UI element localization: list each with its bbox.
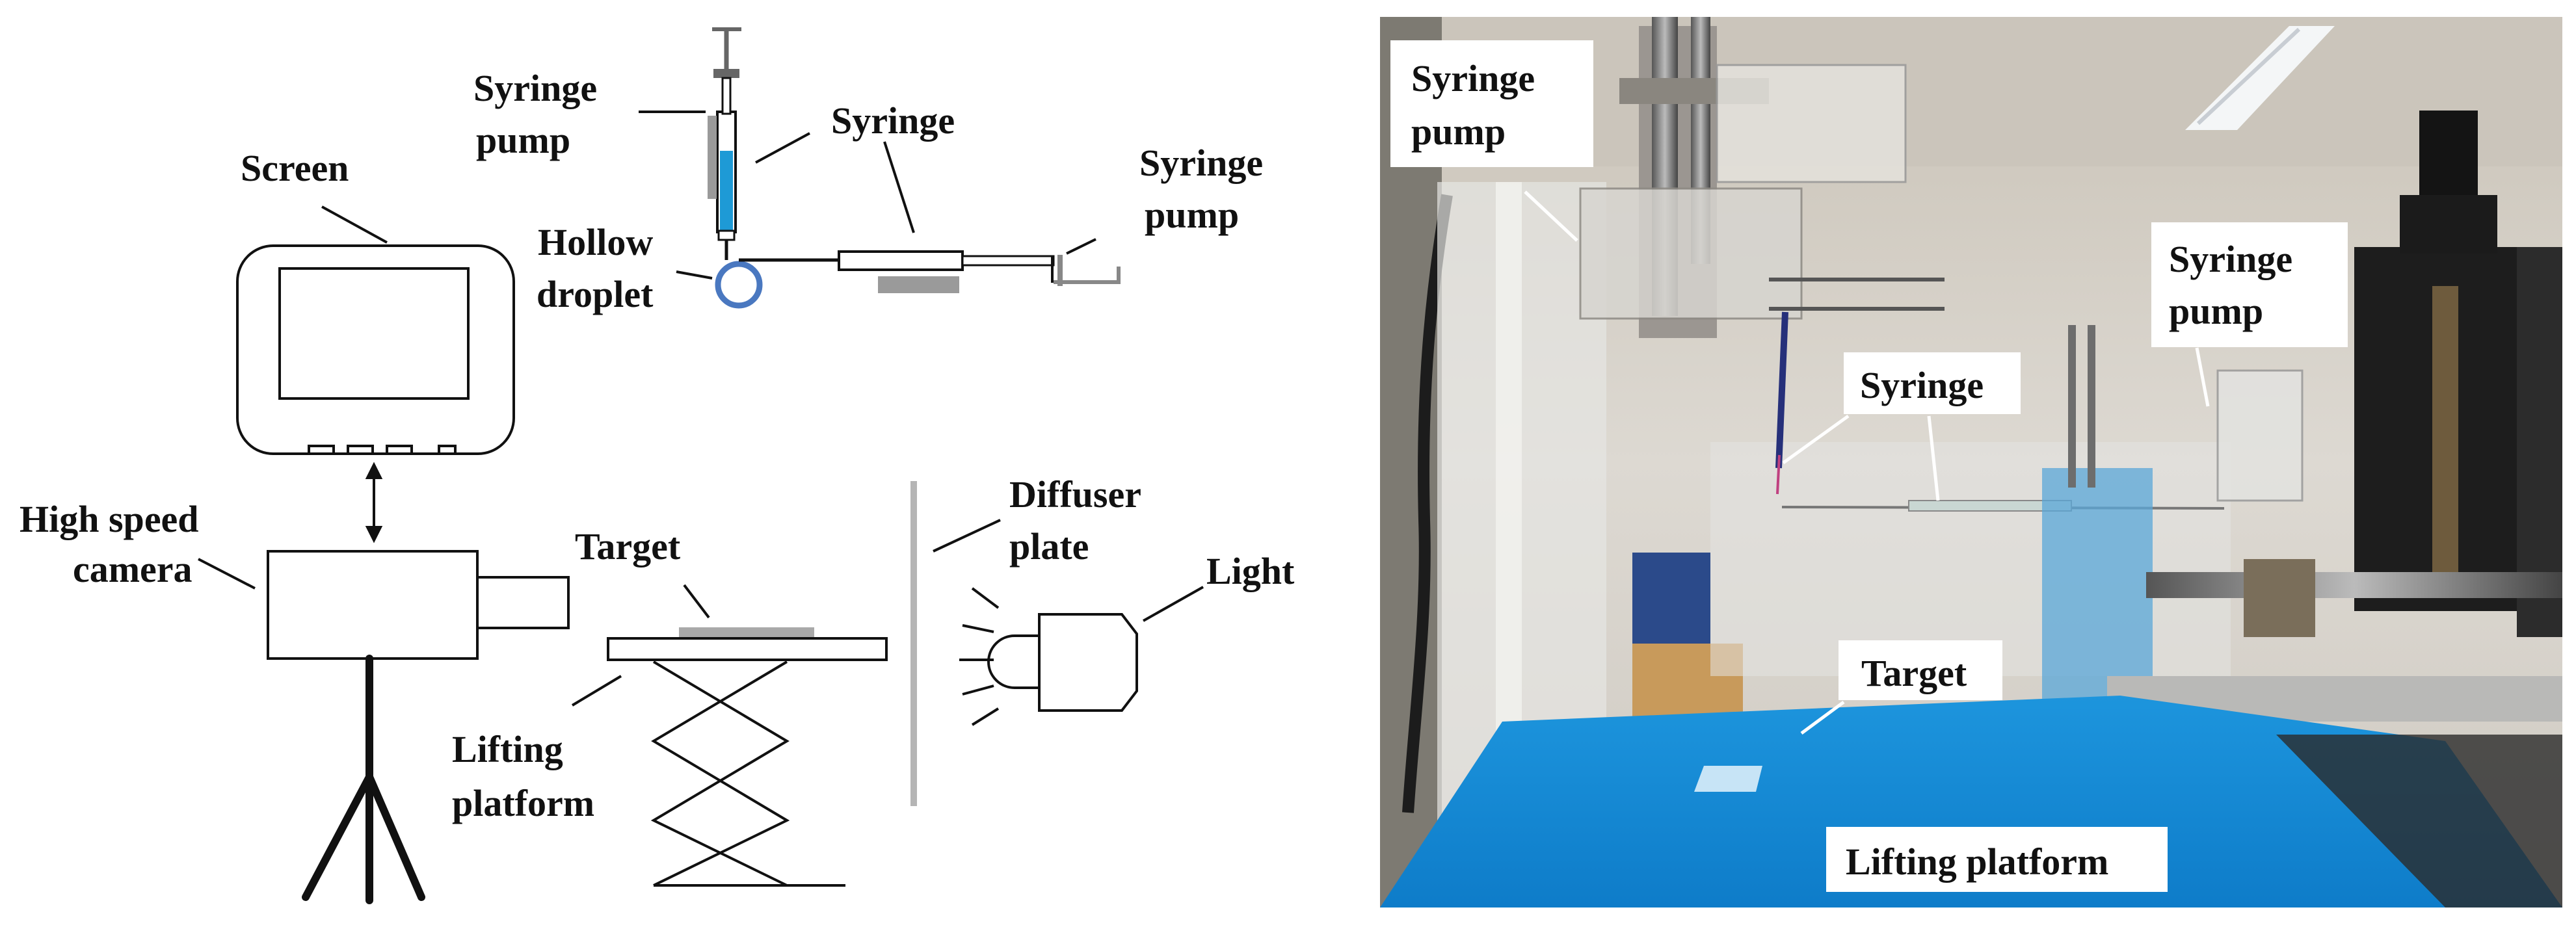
- photo-target-leader: [1800, 700, 1845, 735]
- syringe-leader-lower: [883, 141, 915, 233]
- hollow-leader-line: [676, 270, 713, 280]
- photo-pump-right-leader: [2195, 347, 2210, 407]
- vertical-pump-block: [708, 116, 717, 199]
- connection-arrow: [365, 462, 383, 543]
- diffuser-label-line2: plate: [1009, 525, 1089, 568]
- hollow-label-line2: droplet: [537, 273, 654, 315]
- photo-label-target: Target: [1839, 640, 2002, 700]
- photo-label-syringe-text: Syringe: [1860, 364, 1984, 406]
- photo-label-syringe-pump-right: Syringe pump: [2151, 222, 2348, 347]
- camera-leader-line: [198, 558, 256, 590]
- photo-target: [1694, 766, 1762, 792]
- hollow-label-line1: Hollow: [538, 221, 653, 263]
- photo-syringe-leader-b: [1927, 415, 1940, 501]
- syringe-pump-left-label-line1: Syringe: [473, 67, 597, 109]
- syringe-leader-upper: [755, 132, 810, 164]
- syringe-pump-right-label-line2: pump: [1145, 194, 1239, 236]
- photo-label-syringe: Syringe: [1844, 352, 2021, 414]
- lifting-leader-line: [571, 675, 622, 707]
- syringe-pump-right-label-line1: Syringe: [1139, 142, 1263, 184]
- camera-label-line1: High speed: [20, 498, 199, 540]
- photo-label-target-text: Target: [1861, 652, 1967, 694]
- diffuser-leader-line: [933, 519, 1001, 553]
- lifting-label-line2: platform: [452, 782, 594, 824]
- photo-platform: [1380, 696, 2562, 907]
- screen-label: Screen: [241, 147, 349, 189]
- vertical-syringe-icon: [712, 27, 741, 260]
- syringe-pump-right-leader: [1066, 238, 1096, 255]
- tripod-icon: [302, 655, 425, 904]
- syringe-pump-left-label-line2: pump: [476, 119, 570, 161]
- light-label: Light: [1206, 550, 1295, 592]
- camera-icon: [267, 550, 570, 660]
- light-icon: [987, 613, 1138, 712]
- photo-panel: Syringe pump Syringe pump Syringe Target…: [1380, 17, 2562, 907]
- photo-label-lifting-platform-text: Lifting platform: [1846, 841, 2108, 883]
- hollow-droplet: [715, 261, 763, 309]
- horizontal-pump-block: [878, 276, 959, 293]
- screen-leader-line: [321, 205, 388, 244]
- photo-label-syringe-pump-left-line2: pump: [1411, 111, 1506, 153]
- camera-label-line2: camera: [73, 548, 193, 590]
- light-leader-line: [1143, 586, 1204, 622]
- target-label: Target: [575, 525, 681, 568]
- photo-label-syringe-pump-left-line1: Syringe: [1411, 57, 1535, 99]
- diffuser-label-line1: Diffuser: [1009, 473, 1141, 516]
- light-rays: [959, 587, 1000, 726]
- photo-label-lifting-platform: Lifting platform: [1826, 827, 2168, 892]
- target-leader-line: [683, 584, 710, 619]
- schematic-panel: Screen High speed camera Target: [20, 27, 1295, 904]
- screen-icon: [236, 244, 515, 455]
- lifting-label-line1: Lifting: [452, 728, 563, 770]
- lifting-platform-icon: [607, 637, 888, 887]
- photo-pump-left-leader: [1524, 190, 1578, 242]
- horizontal-syringe-icon: [739, 250, 1121, 286]
- syringe-label: Syringe: [831, 99, 955, 142]
- photo-vertical-syringe: [1775, 311, 1788, 469]
- photo-label-syringe-pump-right-line2: pump: [2169, 290, 2263, 332]
- photo-syringe-leader-a: [1782, 414, 1850, 465]
- target-sample: [679, 627, 814, 638]
- photo-label-syringe-pump-left: Syringe pump: [1390, 40, 1593, 167]
- diffuser-plate: [910, 481, 917, 806]
- photo-label-syringe-pump-right-line1: Syringe: [2169, 238, 2292, 280]
- ceiling-light: [2185, 26, 2335, 130]
